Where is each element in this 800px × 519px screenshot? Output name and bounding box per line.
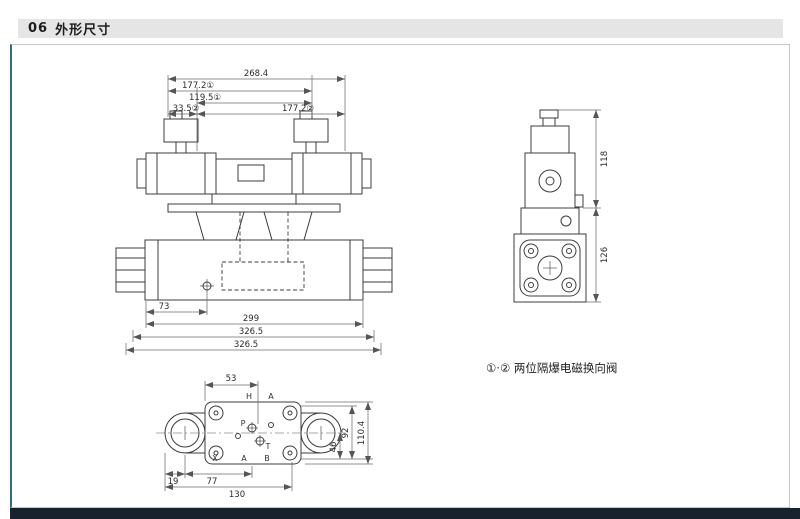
port-label-x: X <box>212 454 218 463</box>
dim-53: 53 <box>226 374 237 384</box>
port-label-h: H <box>246 392 252 401</box>
dim-92: 92 <box>341 428 351 439</box>
top-view-geometry <box>156 401 346 465</box>
section-header: 06 外形尺寸 <box>18 19 783 38</box>
port-label-a-bottom: A <box>241 454 247 463</box>
section-number: 06 <box>28 21 49 36</box>
dim-19: 19 <box>168 477 179 487</box>
port-label-b: B <box>264 454 270 463</box>
footer-bar <box>10 508 800 519</box>
page-title: 外形尺寸 <box>55 23 112 38</box>
dim-268-4: 268.4 <box>244 69 268 79</box>
dim-118: 118 <box>600 151 610 167</box>
dim-177-2-1: 177.2① <box>182 81 214 91</box>
dim-326-5-a: 326.5 <box>239 327 263 337</box>
top-view-dimensions: 53 46 92 110.4 19 77 130 <box>164 374 373 500</box>
dim-33-5-2: 33.5② <box>173 104 200 114</box>
front-view: 268.4 177.2① 119.5① 33.5② 177.2② 73 299 … <box>115 69 393 355</box>
dim-126: 126 <box>600 247 610 263</box>
legend-note: ①·② 两位隔爆电磁换向阀 <box>486 361 618 375</box>
top-view: H A X A B P T 53 46 92 110.4 <box>156 374 373 500</box>
dim-73: 73 <box>159 302 170 312</box>
dim-326-5-b: 326.5 <box>234 340 258 350</box>
side-view-geometry <box>513 109 587 303</box>
front-view-geometry <box>115 110 393 301</box>
port-label-p: P <box>241 419 246 428</box>
front-view-dimensions: 268.4 177.2① 119.5① 33.5② 177.2② 73 299 … <box>125 69 382 355</box>
dim-46: 46 <box>329 442 339 453</box>
side-view: 118 126 <box>513 109 610 303</box>
dim-299: 299 <box>243 314 259 324</box>
dim-110-4: 110.4 <box>357 421 367 445</box>
dim-177-2-2: 177.2② <box>282 104 314 114</box>
port-label-t: T <box>265 442 271 451</box>
top-view-port-labels: H A X A B P T <box>212 392 274 463</box>
dim-119-5-1: 119.5① <box>189 93 221 103</box>
dim-130: 130 <box>229 490 245 500</box>
dim-77: 77 <box>207 477 218 487</box>
side-view-dimensions: 118 126 <box>558 109 610 303</box>
port-label-a-top: A <box>268 392 274 401</box>
content-frame <box>10 44 790 508</box>
